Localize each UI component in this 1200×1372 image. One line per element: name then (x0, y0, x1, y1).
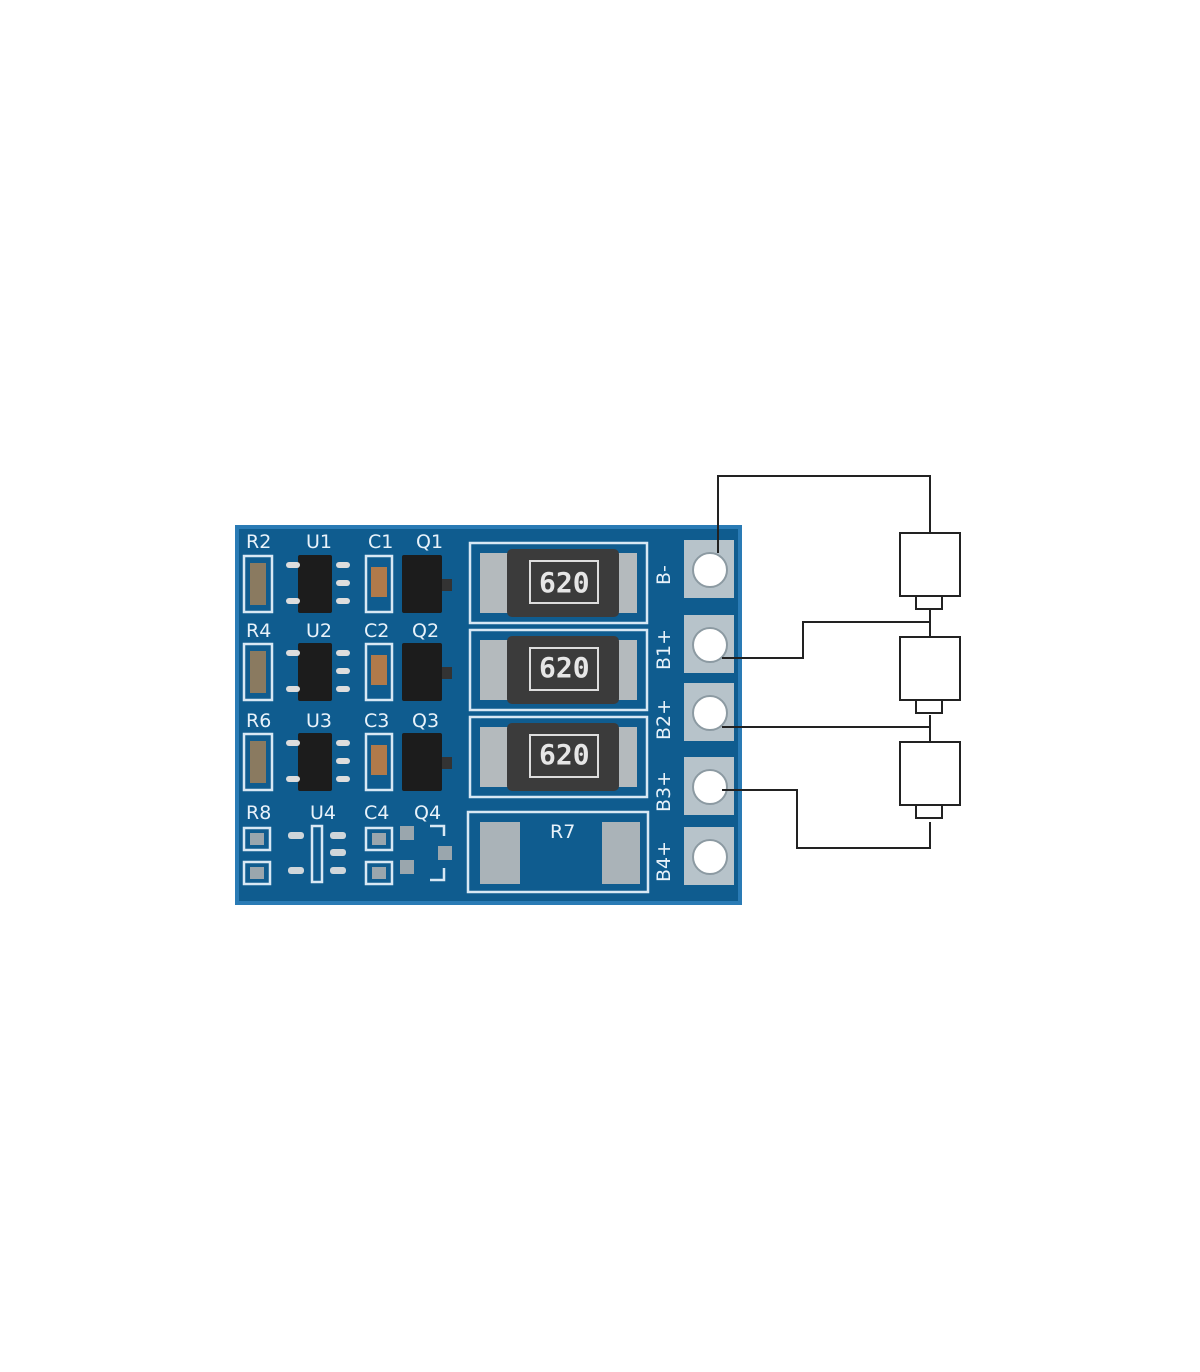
battery-cell-1 (899, 532, 961, 597)
power-resistor-footprint (468, 541, 649, 625)
terminal-hole-b1-plus (692, 627, 728, 663)
capacitor (371, 655, 387, 685)
small-components: R2 U1 C1 Q1 R4 U2 C2 Q2 R6 U3 C3 Q3 R8 U… (242, 531, 452, 886)
empty-pad (250, 833, 264, 845)
r7-pad-left (480, 822, 520, 884)
resistor-footprint (242, 642, 274, 702)
label-r6: R6 (246, 710, 271, 732)
resistor-marking-1: 620 (539, 566, 590, 599)
transistor (402, 733, 442, 791)
label-r2: R2 (246, 531, 271, 553)
terminal-hole-b3-plus (692, 769, 728, 805)
label-c3: C3 (364, 710, 389, 732)
empty-pad (372, 833, 386, 845)
label-u3: U3 (306, 710, 332, 732)
terminal-pads (684, 540, 734, 885)
battery-cell-3 (899, 741, 961, 806)
ic-chip (298, 643, 332, 701)
transistor (402, 555, 442, 613)
resistor-footprint (242, 554, 274, 614)
resistor-marking-3: 620 (539, 738, 590, 771)
label-q1: Q1 (416, 531, 443, 553)
label-c1: C1 (368, 531, 393, 553)
label-c4: C4 (364, 802, 389, 824)
power-resistor (507, 723, 619, 791)
label-q4: Q4 (414, 802, 441, 824)
wire-b3-plus (722, 789, 931, 849)
label-r4: R4 (246, 620, 271, 642)
resistor-marking-2: 620 (539, 651, 590, 684)
label-u4: U4 (310, 802, 336, 824)
smd-resistor (250, 651, 266, 693)
ic-chip (298, 733, 332, 791)
power-resistor (507, 636, 619, 704)
terminal-hole-b2-plus (692, 695, 728, 731)
wiring-diagram (717, 475, 961, 849)
smd-resistor (250, 563, 266, 605)
battery-cell-terminal (915, 595, 943, 610)
power-resistor-footprint (468, 715, 649, 799)
terminal-label-b4-plus: B4+ (653, 841, 675, 882)
empty-pad (250, 867, 264, 879)
label-u2: U2 (306, 620, 332, 642)
battery-cell-terminal (915, 804, 943, 819)
ic-chip (298, 555, 332, 613)
power-resistors: 620 620 620 R7 (466, 541, 650, 894)
power-resistor-footprint (468, 628, 649, 712)
smd-resistor (250, 741, 266, 783)
label-c2: C2 (364, 620, 389, 642)
battery-cell-terminal (915, 699, 943, 714)
capacitor (371, 567, 387, 597)
terminal-hole-b-minus (692, 552, 728, 588)
r7-pad-right (602, 822, 640, 884)
empty-pad (372, 867, 386, 879)
resistor-footprint (242, 732, 274, 792)
battery-cell-2 (899, 636, 961, 701)
capacitor (371, 745, 387, 775)
terminal-label-b2-plus: B2+ (653, 699, 675, 740)
terminal-label-b1-plus: B1+ (653, 629, 675, 670)
label-r7: R7 (550, 821, 575, 843)
terminal-labels: B- B1+ B2+ B3+ B4+ (653, 565, 675, 882)
terminal-hole-b4-plus (692, 839, 728, 875)
u4-footprint (310, 824, 324, 884)
label-r8: R8 (246, 802, 271, 824)
wire-b1-plus (722, 621, 930, 659)
power-resistor (507, 549, 619, 617)
terminal-label-b3-plus: B3+ (653, 771, 675, 812)
wire-b-minus (717, 475, 931, 553)
terminal-label-b-minus: B- (653, 565, 675, 585)
label-q3: Q3 (412, 710, 439, 732)
label-q2: Q2 (412, 620, 439, 642)
label-u1: U1 (306, 531, 332, 553)
transistor (402, 643, 442, 701)
